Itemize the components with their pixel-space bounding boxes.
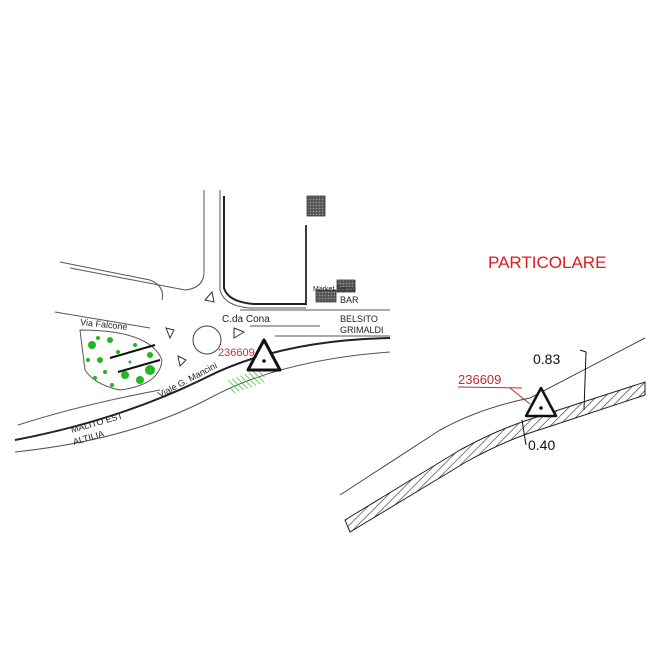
detail-dim-top: 0.83 [533,351,560,367]
plan-view: Via Falcone C.da Cona BELSITO GRIMALDI B… [14,190,391,453]
label-c-da-cona: C.da Cona [222,314,270,325]
road-north-inner [223,196,307,305]
detail-title: PARTICOLARE [488,253,606,272]
building-north [306,195,326,217]
road-main-top-edge [14,337,391,441]
yield-arrow-icon [204,290,215,303]
label-bar: BAR [340,295,359,305]
road-via-falcone-top [59,261,163,301]
roundabout-icon [192,325,222,355]
island-stripe-2 [117,359,161,373]
yield-arrow-icon [177,355,187,368]
detail-sign-code: 236609 [458,372,501,387]
green-island [79,329,163,391]
label-sign-code: 236609 [218,347,255,359]
road-main-bottom-edge [14,351,391,453]
label-via-falcone: Via Falcone [80,317,128,332]
building-bar-1 [336,279,356,293]
label-grimaldi: GRIMALDI [340,325,384,335]
detail-road-top [339,337,646,496]
vegetation [86,336,155,387]
building-bar-2 [315,289,337,303]
warning-triangle-icon [246,338,282,372]
label-belsito: BELSITO [340,314,378,324]
detail-curb [344,381,646,533]
dim-line-top [579,349,587,411]
road-left-upper [17,389,161,426]
road-north-mid-edge [219,190,306,309]
dim-line-bottom [521,419,527,446]
road-via-falcone-bottom [54,311,151,329]
leader-line [457,386,523,389]
leader-line-2 [509,387,531,405]
sign-pad [228,368,266,394]
label-market: Market Sacco [313,286,356,293]
detail-dim-bottom: 0.40 [528,437,555,453]
label-viale-mancini: Viale G. Mancini [156,360,218,400]
detail-view: PARTICOLARE 236609 0.83 0.40 [339,253,646,533]
yield-arrow-icon [165,327,175,340]
yield-arrow-icon [233,327,246,339]
warning-triangle-icon [524,386,558,418]
road-north-left-edge [69,190,205,291]
island-stripe-1 [109,344,156,359]
